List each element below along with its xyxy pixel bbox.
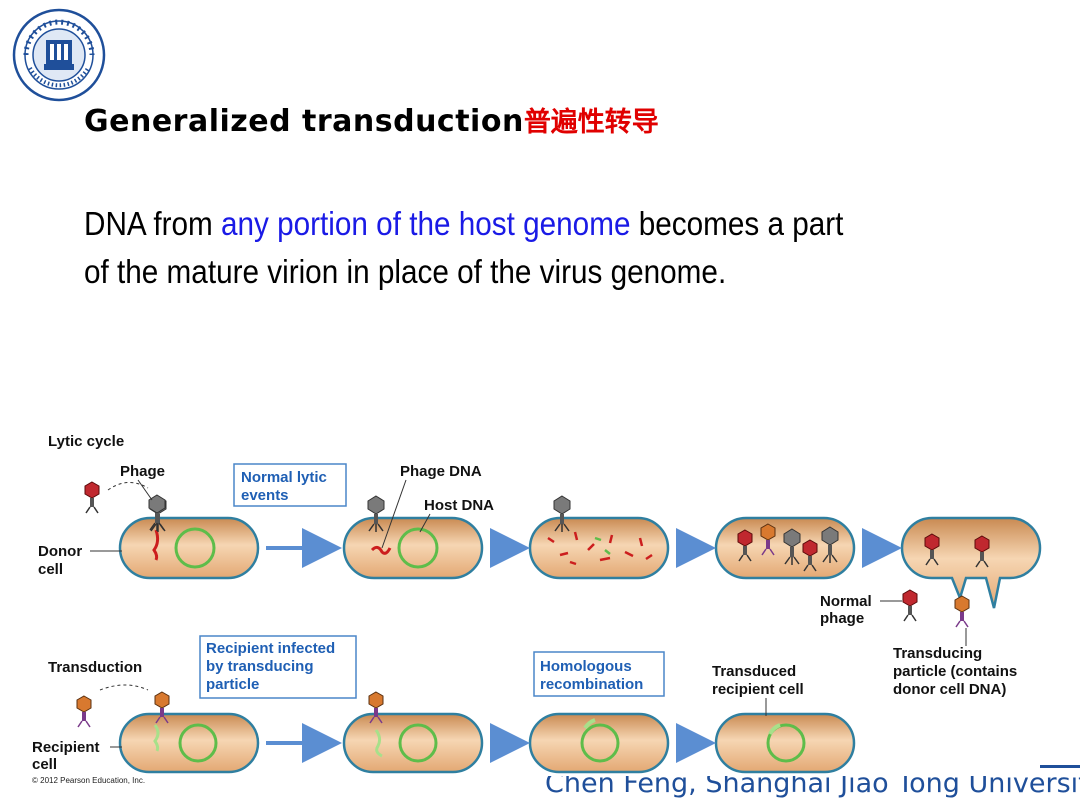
footer-author: Chen Feng, Shanghai Jiao Tong University [545, 776, 1080, 799]
title-chinese: 普遍性转导 [523, 107, 659, 138]
normal-phage-label-1: Normal [820, 593, 872, 610]
recipient-label-2: cell [32, 756, 57, 773]
transducing-label-1: Transducing [893, 645, 982, 662]
copyright-text: © 2012 Pearson Education, Inc. [32, 776, 145, 785]
transduced-cell [714, 712, 856, 774]
free-transducing-particle-icon [76, 695, 92, 728]
normal-lytic-label-1: Normal lytic [241, 469, 327, 486]
free-phage-icon [84, 481, 100, 514]
phage-dna-label: Phage DNA [400, 463, 482, 480]
transducing-particle-icon [954, 595, 970, 628]
normal-phage-label-2: phage [820, 610, 864, 627]
definition-text: DNA from any portion of the host genome … [84, 200, 876, 296]
transduction-diagram: Lytic cycle Transduction [32, 433, 1042, 785]
recipient-cell-3 [528, 712, 670, 774]
recipient-infected-label-3: particle [206, 676, 259, 693]
title-english: Generalized transduction [84, 104, 524, 139]
recipient-label-1: Recipient [32, 739, 100, 756]
footer-rule [1040, 765, 1080, 768]
transduced-label-1: Transduced [712, 663, 796, 680]
footer-clip: Chen Feng, Shanghai Jiao Tong University [520, 776, 1080, 810]
host-dna-label: Host DNA [424, 497, 494, 514]
homologous-label-2: recombination [540, 676, 643, 693]
transducing-label-3: donor cell DNA) [893, 681, 1006, 698]
donor-cell-3 [528, 495, 670, 580]
homologous-recombination-box [533, 651, 665, 697]
donor-cell-1 [118, 495, 260, 580]
donor-label-1: Donor [38, 543, 82, 560]
donor-cell-5-lysed [900, 516, 1042, 609]
definition-before: DNA from [84, 205, 221, 242]
recipient-cell-2 [342, 691, 484, 774]
donor-label-2: cell [38, 561, 63, 578]
recipient-infected-label-1: Recipient infected [206, 640, 335, 657]
phage-label: Phage [120, 463, 165, 480]
normal-lytic-box [233, 463, 347, 507]
normal-phage-icon [902, 589, 918, 622]
slide-title: Generalized transduction普遍性转导 [84, 100, 659, 139]
recipient-infected-box [199, 635, 357, 699]
transducing-label-2: particle (contains [893, 663, 1017, 680]
recipient-infected-label-2: by transducing [206, 658, 314, 675]
donor-cell-2 [342, 495, 484, 580]
recipient-cell-1 [118, 691, 260, 774]
transduction-heading: Transduction [48, 659, 142, 676]
lytic-cycle-heading: Lytic cycle [48, 433, 124, 450]
university-logo [12, 8, 106, 102]
definition-after: becomes a part of the mature virion in p… [84, 205, 844, 290]
donor-cell-4 [714, 516, 856, 580]
transduced-label-2: recipient cell [712, 681, 804, 698]
normal-lytic-label-2: events [241, 487, 289, 504]
definition-highlight: any portion of the host genome [220, 205, 631, 242]
homologous-label-1: Homologous [540, 658, 632, 675]
